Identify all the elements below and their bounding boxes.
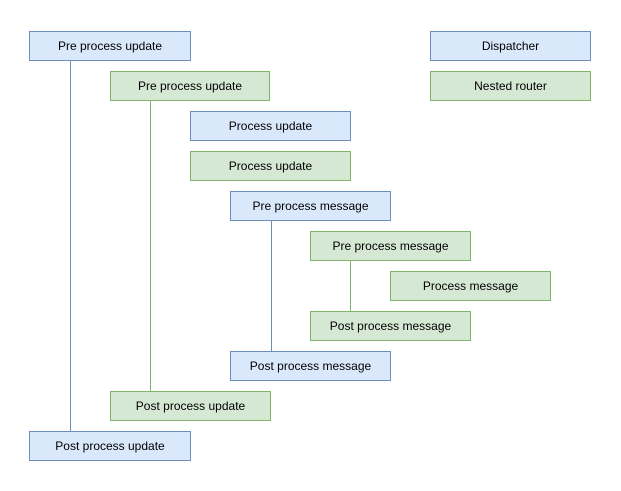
node-label: Post process update — [55, 438, 165, 453]
node-label: Process update — [228, 158, 313, 173]
connector-line-1 — [70, 61, 71, 431]
legend-item-label: Nested router — [474, 78, 547, 93]
node-label: Process update — [228, 118, 313, 133]
legend-item-dispatcher[interactable]: Dispatcher — [430, 31, 591, 61]
node-post-process-update-11[interactable]: Post process update — [29, 431, 191, 461]
node-label: Pre process message — [332, 238, 449, 253]
node-label: Post process update — [135, 398, 246, 413]
node-process-update-4[interactable]: Process update — [190, 151, 351, 181]
node-pre-process-message-6[interactable]: Pre process message — [310, 231, 471, 261]
node-label: Post process message — [249, 358, 372, 373]
node-pre-process-message-5[interactable]: Pre process message — [230, 191, 391, 221]
legend-item-nested-router[interactable]: Nested router — [430, 71, 591, 101]
node-label: Pre process message — [252, 198, 369, 213]
node-pre-process-update-1[interactable]: Pre process update — [29, 31, 191, 61]
connector-line-2 — [150, 101, 151, 391]
node-post-process-message-9[interactable]: Post process message — [230, 351, 391, 381]
node-label: Pre process update — [137, 78, 243, 93]
node-post-process-message-8[interactable]: Post process message — [310, 311, 471, 341]
node-process-message-7[interactable]: Process message — [390, 271, 551, 301]
legend-item-label: Dispatcher — [481, 38, 540, 53]
node-process-update-3[interactable]: Process update — [190, 111, 351, 141]
connector-line-4 — [350, 261, 351, 311]
node-post-process-update-10[interactable]: Post process update — [110, 391, 271, 421]
node-label: Pre process update — [57, 38, 163, 53]
node-pre-process-update-2[interactable]: Pre process update — [110, 71, 270, 101]
node-label: Post process message — [329, 318, 452, 333]
connector-line-3 — [271, 221, 272, 351]
node-label: Process message — [422, 278, 519, 293]
